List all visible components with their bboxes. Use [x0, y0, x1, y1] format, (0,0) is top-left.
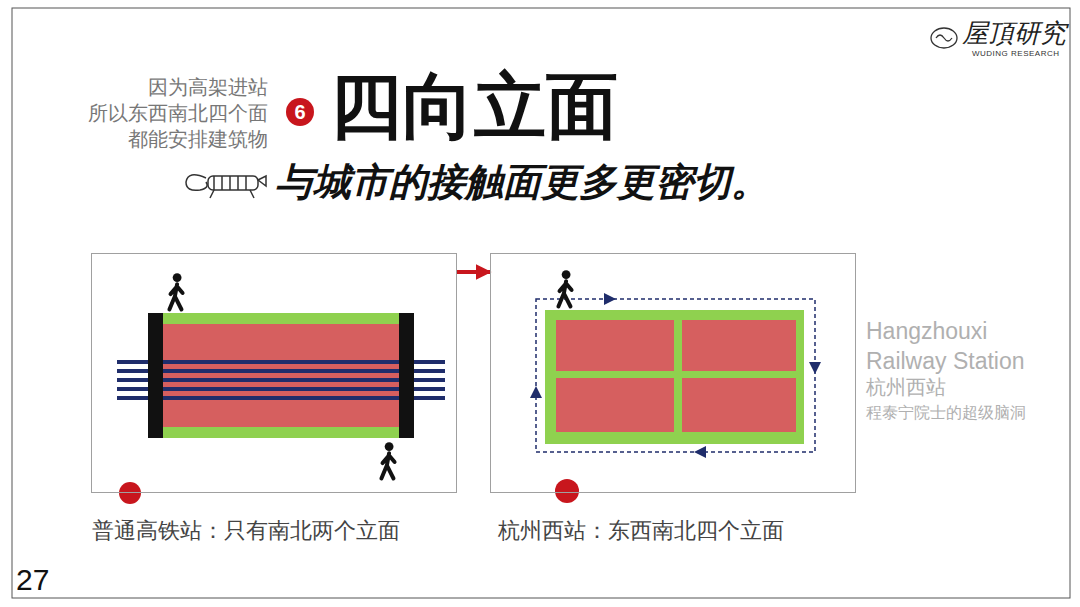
- logo-mark: [931, 28, 957, 48]
- slide-frame: [12, 8, 1070, 598]
- panel-caption: 杭州西站：东西南北四个立面: [491, 516, 855, 546]
- logo-text: 屋頂研究: [962, 18, 1066, 49]
- panel-caption: 普通高铁站：只有南北两个立面: [92, 516, 456, 546]
- ordinary-station-plan: [117, 273, 445, 504]
- callout-number: 6: [286, 98, 314, 126]
- slide-title: 四向立面: [330, 70, 618, 142]
- page-number: 27: [16, 562, 49, 598]
- station-panel: 普通高铁站：只有南北两个立面: [91, 253, 457, 493]
- dragon-icon: [186, 175, 266, 198]
- subtitle: 与城市的接触面更多更密切。: [275, 160, 769, 206]
- station-panel: 杭州西站：东西南北四个立面: [490, 253, 856, 493]
- logo-subtext: WUDING RESEARCH: [972, 49, 1060, 59]
- side-note: 因为高架进站 所以东西南北四个面 都能安排建筑物: [70, 74, 268, 152]
- station-name-en: Hangzhouxi Railway Station: [866, 316, 1056, 376]
- station-name-zh: 杭州西站: [866, 375, 946, 399]
- direction-arrow: [457, 270, 490, 274]
- station-note: 程泰宁院士的超级脑洞: [866, 403, 1026, 422]
- hangzhouxi-station-plan: [530, 270, 821, 503]
- number-badge: [286, 98, 314, 126]
